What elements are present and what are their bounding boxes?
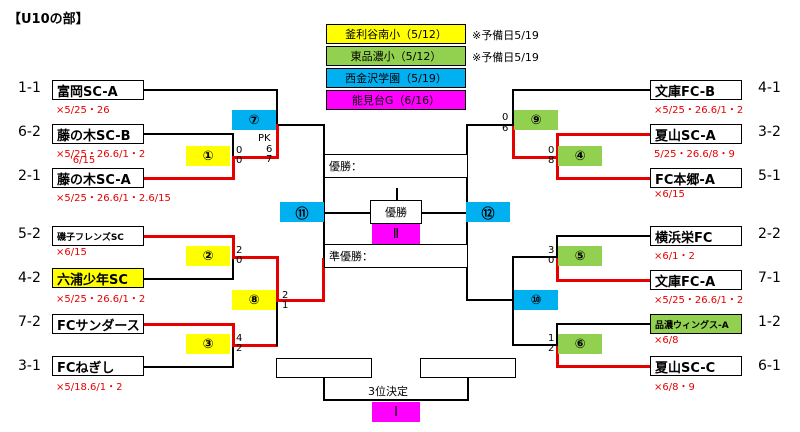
date-note: ×5/25・26.6/1・2.6/15 bbox=[56, 193, 171, 204]
third-left-field bbox=[276, 358, 372, 378]
legend-blue: 西金沢学園（5/19） bbox=[326, 68, 466, 88]
score: 2 bbox=[548, 343, 555, 354]
seed-label: 7-2 bbox=[18, 314, 41, 330]
match-box-7: ⑦ bbox=[232, 110, 276, 130]
team-box: 夏山SC-A bbox=[650, 124, 742, 144]
match-box-1: ① bbox=[186, 146, 230, 166]
date-note: ×6/8 bbox=[654, 335, 679, 346]
match-box-8: ⑧ bbox=[232, 290, 276, 310]
seed-label: 2-1 bbox=[18, 168, 41, 184]
score: 0 bbox=[502, 112, 509, 123]
score: 6 bbox=[266, 144, 273, 155]
date-note: ×6/1・2 bbox=[654, 251, 695, 262]
seed-label: 4-1 bbox=[758, 80, 781, 96]
match-box-11: ⑪ bbox=[280, 202, 324, 222]
score: 2 bbox=[236, 245, 243, 256]
seed-label: 2-2 bbox=[758, 226, 781, 242]
score: 8 bbox=[548, 155, 555, 166]
match-box-12: ⑫ bbox=[466, 202, 510, 222]
score: 0 bbox=[548, 145, 555, 156]
seed-label: 1-2 bbox=[758, 314, 781, 330]
score: 1 bbox=[282, 300, 289, 311]
team-box: 富岡SC-A bbox=[52, 80, 144, 100]
score: 7 bbox=[266, 154, 273, 165]
score: 6 bbox=[502, 123, 509, 134]
match-box-5: ⑤ bbox=[558, 246, 602, 266]
team-box: 文庫FC-A bbox=[650, 270, 742, 290]
team-box: 藤の木SC-A bbox=[52, 168, 144, 188]
score: 2 bbox=[282, 290, 289, 301]
runnerup-field: 準優勝： bbox=[324, 244, 468, 268]
third-venue: Ⅰ bbox=[372, 402, 420, 422]
score: 0 bbox=[236, 255, 243, 266]
score: 0 bbox=[236, 155, 243, 166]
seed-label: 5-2 bbox=[18, 226, 41, 242]
score: 0 bbox=[236, 145, 243, 156]
team-box: 文庫FC-B bbox=[650, 80, 742, 100]
legend-yellow: 釜利谷南小（5/12） bbox=[326, 24, 466, 44]
date-note: ×5/25・26.6/1・2 bbox=[56, 294, 146, 305]
team-box: 藤の木SC-B bbox=[52, 124, 144, 144]
final-box: 優勝 bbox=[370, 200, 422, 224]
date-note: ×6/15 bbox=[56, 247, 87, 258]
score: 2 bbox=[236, 343, 243, 354]
score: 1 bbox=[548, 333, 555, 344]
legend-note: ※予備日5/19 bbox=[472, 29, 539, 42]
match-box-10: ⑩ bbox=[514, 290, 558, 310]
seed-label: 6-1 bbox=[758, 358, 781, 374]
seed-label: 3-2 bbox=[758, 124, 781, 140]
match-box-3: ③ bbox=[186, 334, 230, 354]
match-box-2: ② bbox=[186, 246, 230, 266]
seed-label: 4-2 bbox=[18, 270, 41, 286]
date-note: 5/25・26.6/8・9 bbox=[654, 149, 735, 160]
match-box-6: ⑥ bbox=[558, 334, 602, 354]
team-box: FCねぎし bbox=[52, 356, 144, 376]
team-box: 品濃ウィングス-A bbox=[650, 314, 742, 334]
date-note: ×6/8・9 bbox=[654, 382, 695, 393]
legend-magenta: 能見台G（6/16） bbox=[326, 90, 466, 110]
date-note: ×5/18.6/1・2 bbox=[56, 382, 123, 393]
match-box-4: ④ bbox=[558, 146, 602, 166]
score-pk: PK bbox=[258, 133, 271, 144]
seed-label: 6-2 bbox=[18, 124, 41, 140]
team-box: FC本郷-A bbox=[650, 168, 742, 188]
score: 4 bbox=[236, 333, 243, 344]
page-title: 【U10の部】 bbox=[8, 12, 89, 27]
date-note: ×5/25・26.6/1・2 bbox=[654, 295, 744, 306]
date-note: ×5/25・26 bbox=[56, 105, 110, 116]
legend-green: 東品濃小（5/12） bbox=[326, 46, 466, 66]
third-place-label: 3位決定 bbox=[368, 385, 408, 398]
date-note: ×6/15 bbox=[654, 189, 685, 200]
score: 3 bbox=[548, 245, 555, 256]
winner-field: 優勝： bbox=[324, 154, 468, 178]
score: 0 bbox=[548, 255, 555, 266]
match-box-9: ⑨ bbox=[514, 110, 558, 130]
seed-label: 7-1 bbox=[758, 270, 781, 286]
third-right-field bbox=[420, 358, 516, 378]
seed-label: 3-1 bbox=[18, 358, 41, 374]
team-box: 夏山SC-C bbox=[650, 356, 742, 376]
date-note: ×5/25・26.6/1・2 bbox=[654, 105, 744, 116]
team-box: 横浜栄FC bbox=[650, 226, 742, 246]
team-box: 磯子フレンズSC bbox=[52, 226, 144, 246]
date-note: '6/15 bbox=[70, 155, 96, 166]
date-note: ×5/25・26.6/1・2 bbox=[56, 149, 146, 160]
seed-label: 1-1 bbox=[18, 80, 41, 96]
team-box: 六浦少年SC bbox=[52, 268, 144, 288]
legend-note: ※予備日5/19 bbox=[472, 51, 539, 64]
team-box: FCサンダース bbox=[52, 314, 144, 334]
seed-label: 5-1 bbox=[758, 168, 781, 184]
final-venue: Ⅱ bbox=[372, 224, 420, 244]
